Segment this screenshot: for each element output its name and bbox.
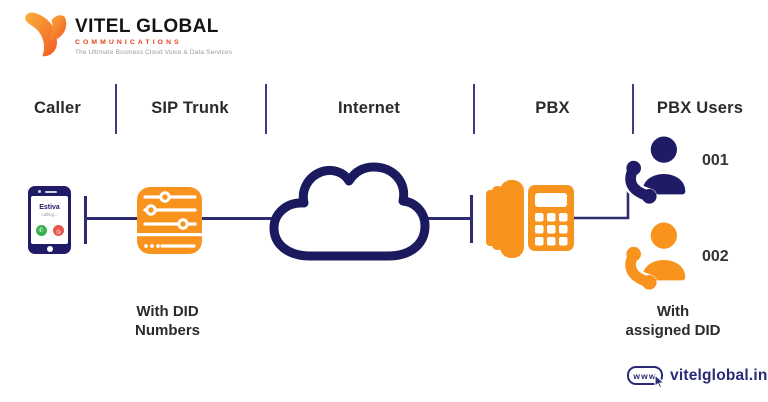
pbx-users-caption: With assigned DID: [612, 302, 734, 340]
connector-siptrunk-cloud: [202, 217, 272, 220]
column-label-internet: Internet: [337, 99, 401, 117]
phone-speaker-bar: [45, 190, 57, 193]
column-divider: [632, 84, 634, 134]
website-url[interactable]: vitelglobal.in: [670, 366, 768, 384]
call-status-text: calling...: [41, 212, 58, 217]
sip-trunk-caption-line1: With DID: [136, 303, 199, 320]
pbx-user-002-extension: 002: [702, 248, 729, 265]
sip-trunk-caption: With DID Numbers: [110, 302, 225, 340]
column-label-sip-trunk: SIP Trunk: [151, 99, 229, 117]
phone-camera-dot: [38, 190, 41, 193]
cursor-arrow-icon: [654, 375, 666, 389]
caller-smartphone-icon: Estiva calling... ✆ ✆: [28, 186, 71, 254]
sip-trunk-server-icon: [137, 187, 202, 254]
www-badge-text: www: [633, 370, 657, 381]
column-divider: [473, 84, 475, 134]
column-divider: [115, 84, 117, 134]
phone-home-button: [46, 245, 53, 252]
logo-tagline: The Ultimate Business Cloud Voice & Data…: [75, 49, 233, 56]
phone-decline-icon: ✆: [52, 225, 64, 236]
incoming-call-screen: Estiva calling... ✆ ✆: [31, 196, 68, 244]
connector-tick-pbx: [470, 195, 473, 243]
connector-cloud-pbx: [424, 217, 471, 220]
logo-subtitle: COMMUNICATIONS: [75, 39, 182, 46]
logo: VITEL GLOBAL COMMUNICATIONS The Ultimate…: [22, 11, 232, 59]
internet-cloud-icon: [269, 162, 430, 261]
call-buttons: ✆ ✆: [35, 225, 64, 236]
pbx-desk-phone-icon: [486, 180, 574, 258]
caller-contact-name: Estiva: [39, 204, 60, 211]
column-divider: [265, 84, 267, 134]
vitel-global-logo-icon: [25, 12, 67, 57]
pbx-user-002-icon: [622, 222, 686, 291]
connector-tick-caller: [84, 196, 87, 244]
www-badge: www: [627, 366, 666, 389]
pbx-user-001-extension: 001: [702, 152, 729, 169]
logo-title: VITEL GLOBAL: [75, 16, 219, 37]
logo-text: VITEL GLOBAL COMMUNICATIONS The Ultimate…: [75, 16, 233, 57]
column-label-pbx-users: PBX Users: [656, 99, 744, 117]
sip-trunk-caption-line2: Numbers: [134, 322, 201, 339]
connector-caller-siptrunk: [86, 217, 137, 220]
column-label-pbx: PBX: [535, 99, 570, 117]
website-link[interactable]: www vitelglobal.in: [627, 366, 768, 389]
pbx-user-001-icon: [622, 136, 686, 205]
pbx-users-caption-line2: assigned DID: [625, 322, 721, 339]
pbx-users-caption-line1: With: [656, 303, 690, 320]
column-label-caller: Caller: [33, 99, 82, 117]
phone-answer-icon: ✆: [35, 225, 47, 236]
